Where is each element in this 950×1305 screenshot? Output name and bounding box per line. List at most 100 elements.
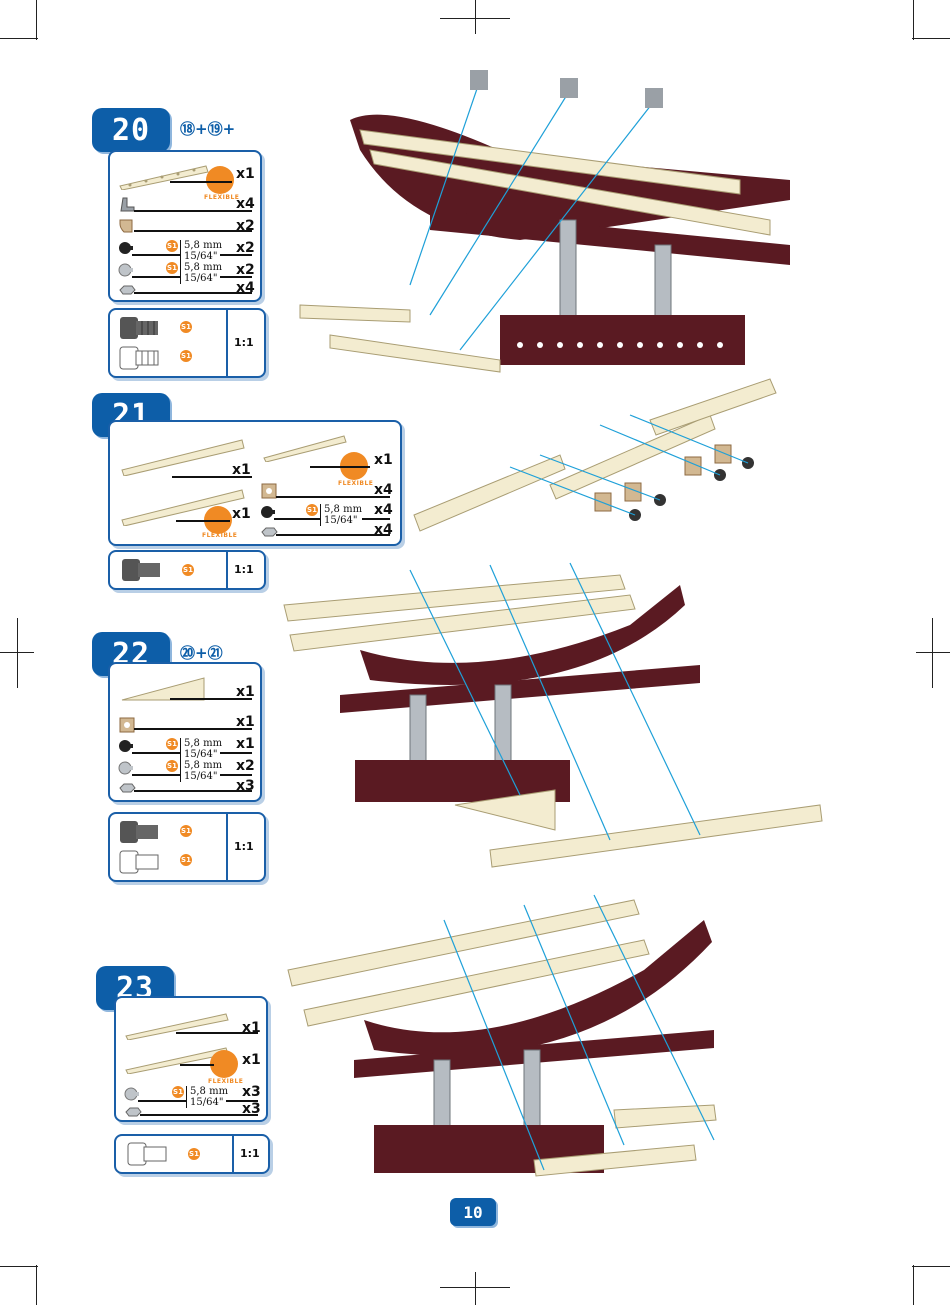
leader-line: [132, 276, 180, 278]
quantity: x2: [236, 758, 255, 774]
crop-mark: [475, 0, 476, 34]
nut-icon: [260, 526, 278, 538]
quantity: x4: [236, 280, 255, 296]
parts-panel: x1 FLEXIBLE x1 S1 5,8 mm15/64" x3 x3: [114, 996, 268, 1122]
leader-line: [180, 1064, 214, 1066]
leader-line: [176, 520, 230, 522]
leader-line: [134, 292, 252, 294]
scale-panel: S1 S1 1:1: [108, 812, 266, 882]
crop-mark: [440, 1287, 510, 1288]
leader-line: [134, 790, 252, 792]
scale-panel: S1 1:1: [114, 1134, 270, 1174]
crop-mark: [913, 0, 914, 40]
scale-label: 1:1: [234, 840, 254, 853]
quantity: x2: [236, 218, 255, 234]
crop-mark: [0, 1266, 38, 1267]
triangle-plate-icon: [118, 674, 208, 704]
divider: [226, 310, 228, 376]
flat-strip-icon: [118, 436, 248, 476]
leader-line: [134, 728, 252, 730]
quantity: x4: [374, 482, 393, 498]
step-refs: ⑱+⑲+: [180, 118, 235, 139]
crop-mark: [912, 1266, 950, 1267]
crop-mark: [913, 1265, 914, 1305]
washer-plate-icon: [118, 218, 136, 234]
screw-badge: S1: [306, 504, 318, 516]
crop-mark: [36, 0, 37, 40]
flexible-label: FLEXIBLE: [202, 532, 237, 539]
leader-line: [220, 774, 252, 776]
screw-badge: S1: [180, 321, 192, 333]
quantity: x1: [242, 1020, 261, 1036]
flexible-icon: [210, 1050, 238, 1078]
page-number: 10: [450, 1198, 496, 1226]
screw-badge: S1: [166, 262, 178, 274]
quantity: x1: [242, 1052, 261, 1068]
scale-label: 1:1: [234, 336, 254, 349]
quantity: x3: [242, 1084, 261, 1100]
crop-mark: [17, 618, 18, 688]
divider: [226, 552, 228, 588]
crop-mark: [36, 1265, 37, 1305]
washer-plate-icon: [118, 716, 136, 734]
black-screw-icon: [118, 315, 162, 341]
flat-strip-icon: [122, 1010, 232, 1040]
flexible-icon: [206, 166, 234, 194]
screw-badge: S1: [182, 564, 194, 576]
crop-mark: [912, 38, 950, 39]
leader-line: [220, 752, 252, 754]
crop-mark: [440, 18, 510, 19]
quantity: x1: [236, 736, 255, 752]
screw-badge: S1: [172, 1086, 184, 1098]
quantity: x2: [236, 240, 255, 256]
leader-line: [140, 1114, 258, 1116]
crop-mark: [916, 652, 950, 653]
quantity: x3: [236, 778, 255, 794]
flat-strip-icon: [260, 432, 350, 462]
leader-line: [132, 774, 180, 776]
quantity: x4: [236, 196, 255, 212]
silver-screw-icon: [118, 849, 162, 875]
black-screw-icon: [118, 819, 162, 845]
screw-size: 5,8 mm15/64": [320, 504, 362, 526]
leader-line: [310, 466, 370, 468]
leader-line: [276, 534, 390, 536]
scale-label: 1:1: [240, 1147, 260, 1160]
flexible-label: FLEXIBLE: [338, 480, 373, 487]
quantity: x1: [232, 506, 251, 522]
flat-strip-icon: [116, 160, 211, 190]
quantity: x3: [242, 1101, 261, 1117]
divider: [226, 814, 228, 880]
scale-panel: S1 1:1: [108, 550, 266, 590]
quantity: x4: [374, 502, 393, 518]
screw-badge: S1: [166, 240, 178, 252]
quantity: x1: [236, 714, 255, 730]
quantity: x1: [236, 684, 255, 700]
leader-line: [132, 254, 180, 256]
leader-line: [362, 518, 390, 520]
leader-line: [134, 230, 252, 232]
leader-line: [132, 752, 180, 754]
quantity: x1: [374, 452, 393, 468]
leader-line: [274, 518, 320, 520]
parts-panel: x1 FLEXIBLE x1 FLEXIBLE x1 x4 S1 5,8 mm1…: [108, 420, 402, 546]
quantity: x4: [374, 522, 393, 538]
flexible-label: FLEXIBLE: [208, 1078, 243, 1085]
screw-badge: S1: [188, 1148, 200, 1160]
assembly-illustration: [270, 60, 830, 390]
nut-icon: [118, 284, 136, 296]
screw-badge: S1: [180, 825, 192, 837]
silver-screw-icon: [118, 345, 162, 371]
divider: [232, 1136, 234, 1172]
flexible-label: FLEXIBLE: [204, 194, 239, 201]
leader-line: [134, 210, 252, 212]
assembly-illustration: [284, 880, 734, 1195]
quantity: x1: [236, 166, 255, 182]
assembly-illustration: [410, 375, 790, 545]
